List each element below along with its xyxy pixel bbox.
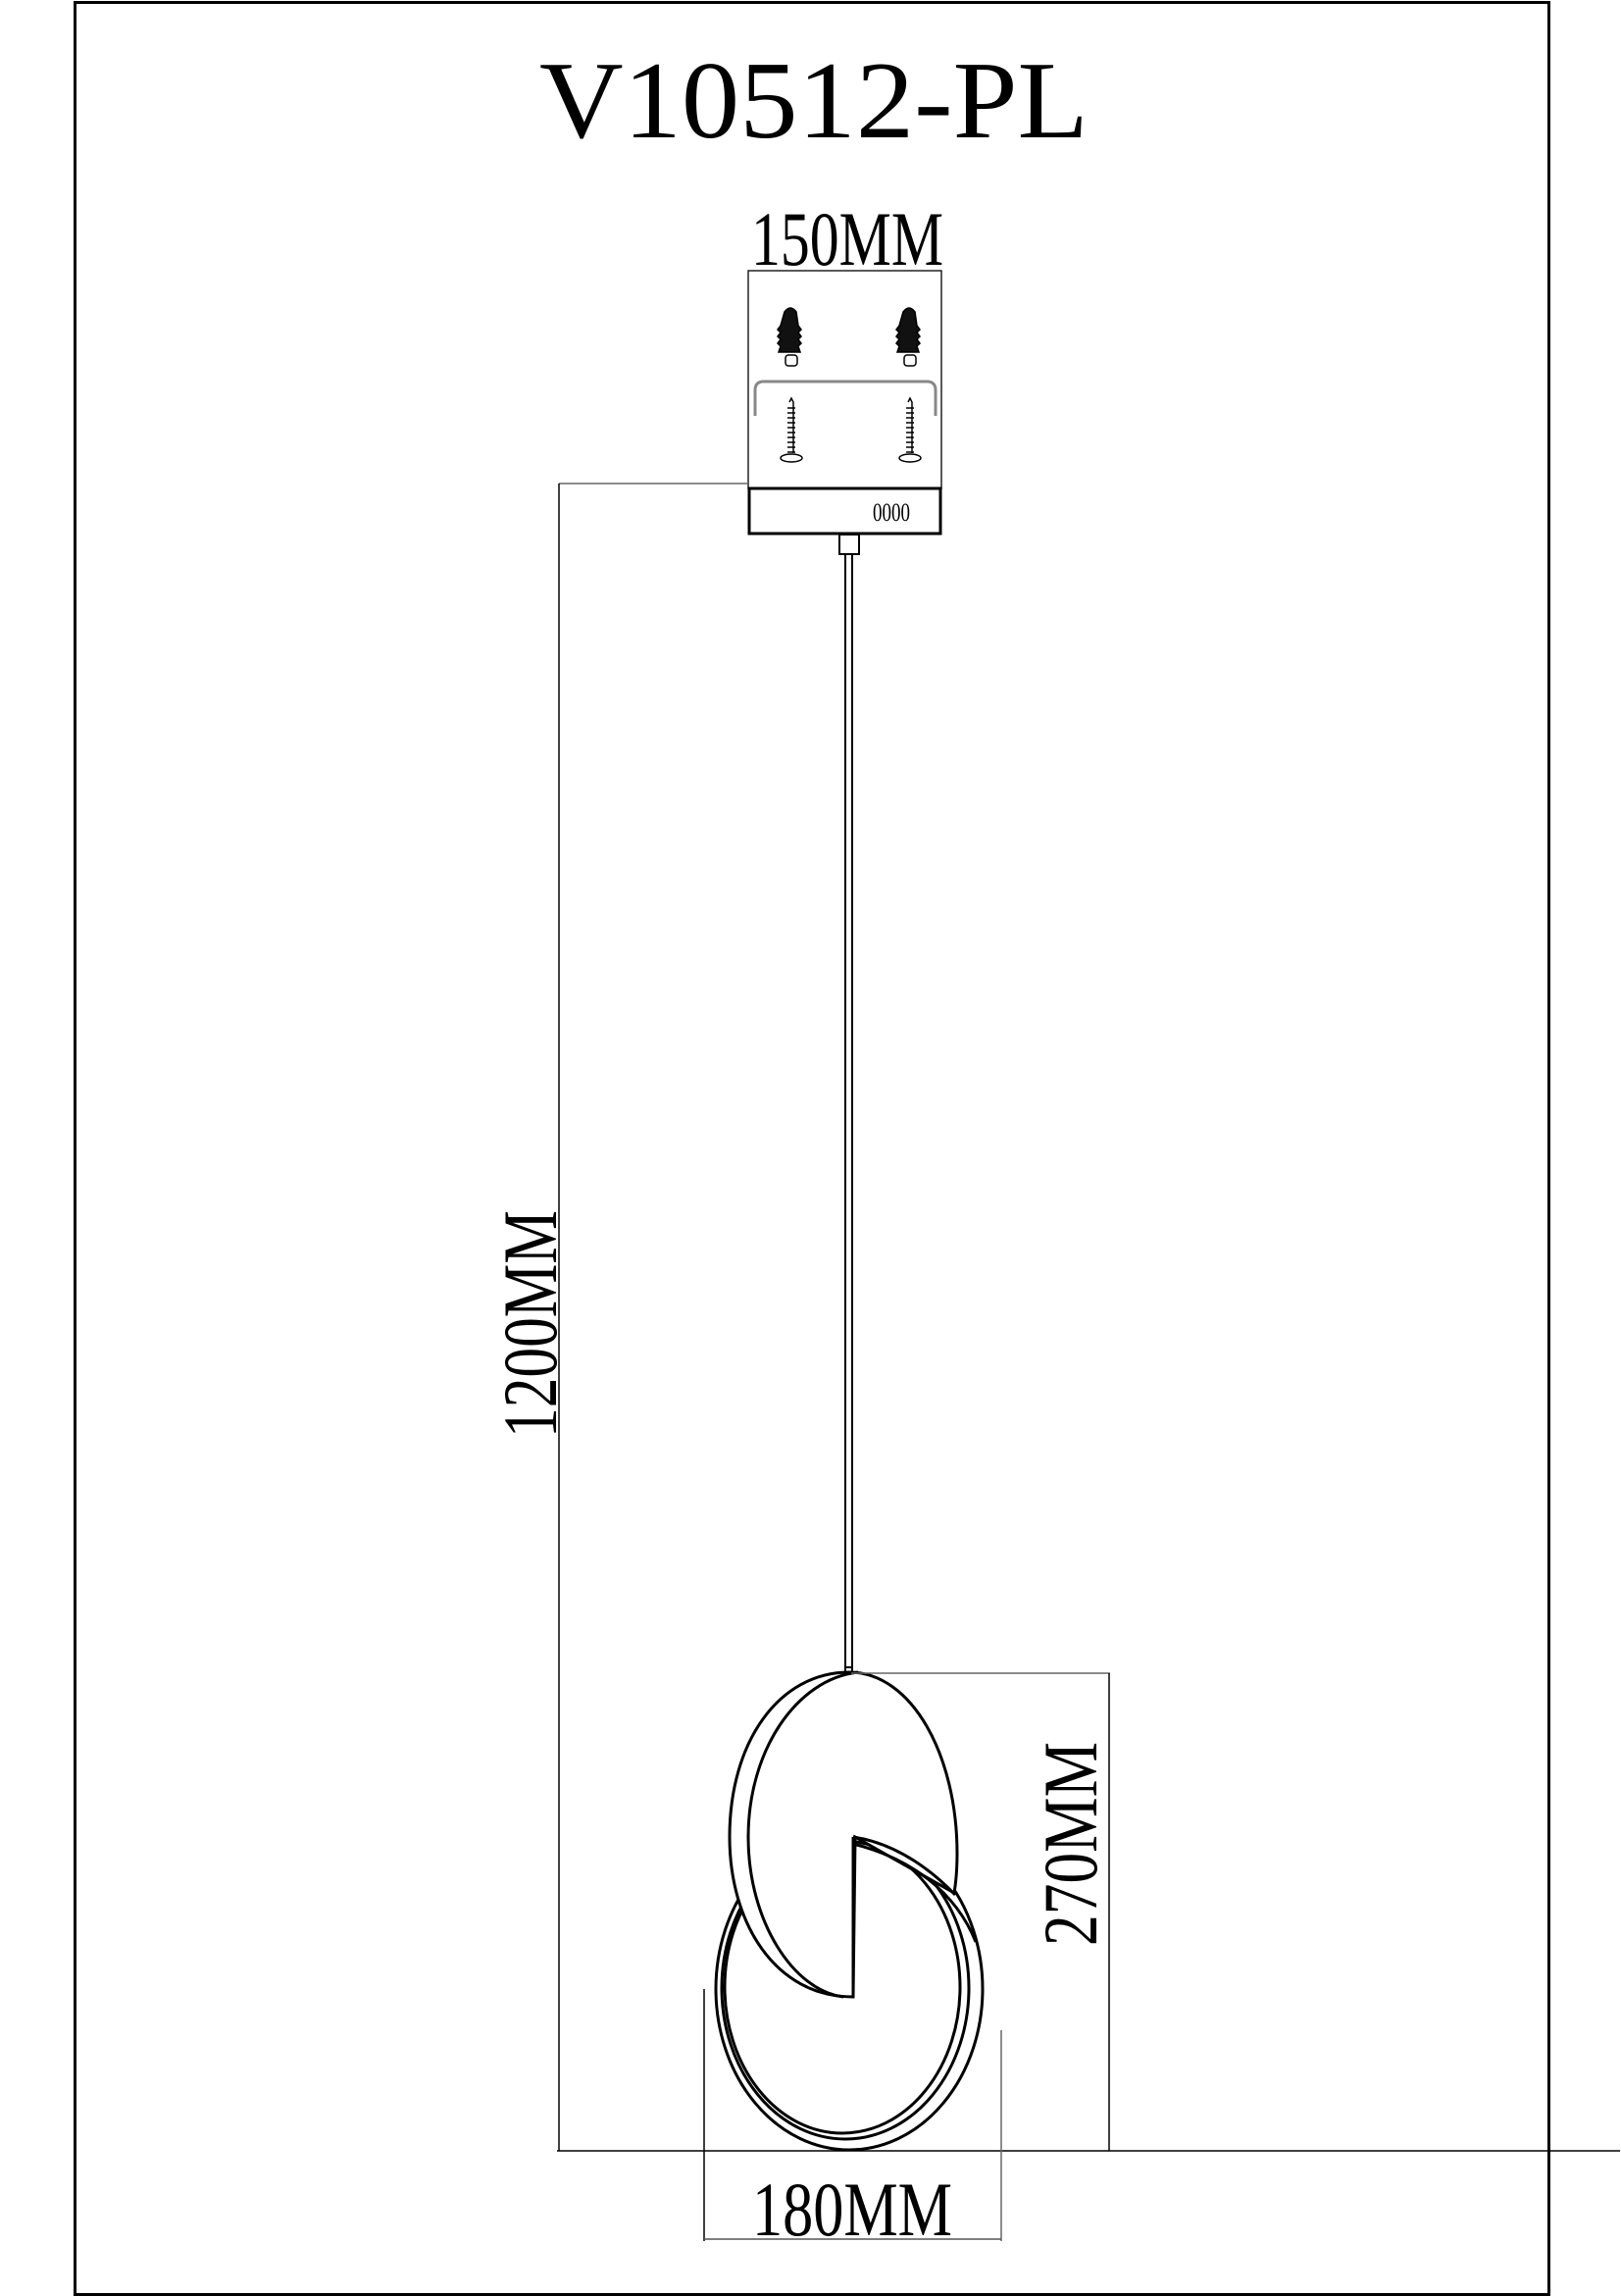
pendant-fixture [714, 1670, 985, 2152]
wall-anchor-icon [895, 307, 921, 367]
fixture-height-label: 270MM [1028, 1742, 1113, 1946]
screw-icon [780, 396, 803, 463]
canopy-parts-box [747, 270, 942, 489]
model-title: V10512-PL [539, 40, 1089, 162]
canopy-base: 0000 [747, 486, 942, 555]
screw-icon [898, 396, 922, 463]
cord-length-dimension: 1200MM [487, 483, 1620, 2152]
fixture-width-dimension: 180MM [703, 1989, 1002, 2252]
mounting-bracket-icon [753, 380, 937, 416]
terminal-label: 0000 [873, 498, 910, 527]
canopy-width-label: 150MM [751, 196, 943, 281]
cord-length-label: 1200MM [487, 1210, 573, 1438]
wall-anchor-icon [777, 307, 802, 367]
fixture-height-dimension: 270MM [851, 1672, 1113, 2151]
suspension-cord [844, 554, 853, 1678]
fixture-width-label: 180MM [752, 2167, 952, 2252]
